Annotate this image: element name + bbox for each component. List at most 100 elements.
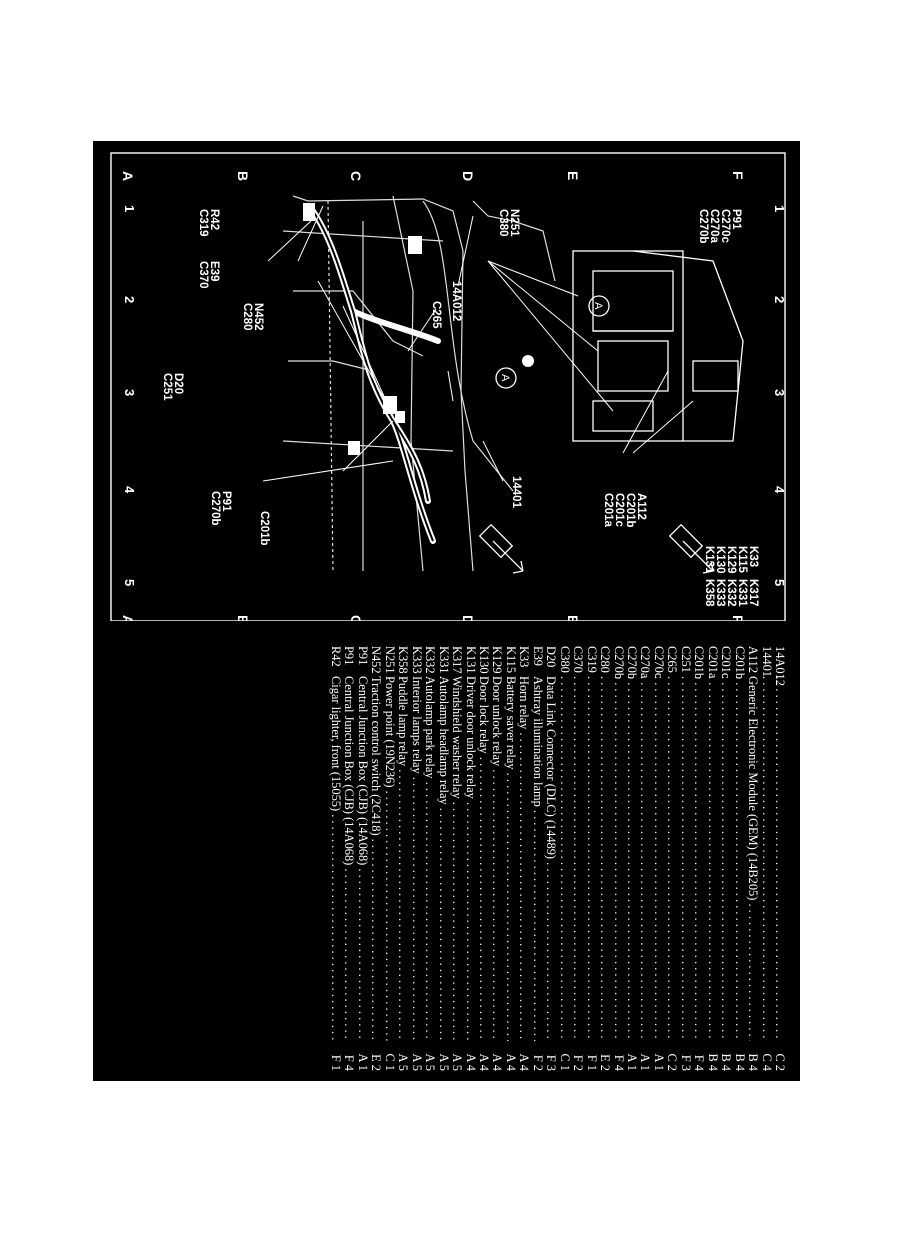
grid-col-label: 1 xyxy=(122,205,137,212)
legend-code: K131 xyxy=(463,646,478,674)
legend-location: F 4 xyxy=(342,1054,357,1071)
legend-description xyxy=(651,676,664,1041)
legend-code: C270b xyxy=(625,646,640,680)
legend-title: behind dash panel, LH side xyxy=(801,768,818,949)
grid-row-label: C xyxy=(348,171,364,181)
legend-description xyxy=(584,676,597,1041)
legend-location: B 4 xyxy=(746,1053,761,1071)
grid-row-label: A xyxy=(120,171,136,181)
legend-row: K33 Horn relayA 4 xyxy=(517,646,532,1071)
legend-description: Door unlock relay xyxy=(490,676,503,1041)
callout-14a012: 14A012 xyxy=(450,281,462,321)
legend-row: C201bF 4 xyxy=(692,646,707,1071)
callout-label-line: C270a xyxy=(708,209,720,243)
grid-row-label: F xyxy=(730,171,746,180)
legend-location: A 4 xyxy=(490,1053,505,1071)
legend-code: E39 xyxy=(530,646,545,666)
legend-code: C270b xyxy=(611,646,626,680)
legend-row: N251 Power point (19N236)C 1 xyxy=(382,646,397,1071)
legend-code: C265 xyxy=(665,646,680,673)
legend-code: K129 xyxy=(490,646,505,674)
callout-label-line: K131 xyxy=(703,546,715,574)
legend-row: P91 Central Junction Box (CJB) (14A068)A… xyxy=(355,646,370,1071)
legend-location: B 4 xyxy=(705,1053,720,1071)
callout-label-line: E39 xyxy=(208,261,220,281)
connector-icon xyxy=(348,441,360,455)
legend-row: P91 Central Junction Box (CJB) (14A068)F… xyxy=(342,646,357,1071)
legend-row: D20 Data Link Connector (DLC) (14489)F 3 xyxy=(544,646,559,1071)
callout-14401: 14401 xyxy=(510,476,522,509)
connector-icon xyxy=(408,236,422,254)
grid-row-labels-top: A B C D E F xyxy=(120,171,746,181)
legend-description: Power point (19N236) xyxy=(382,676,396,1041)
callout-label-line: C270b xyxy=(697,209,709,244)
legend-location: C 1 xyxy=(557,1053,572,1071)
callout-label-line: K129 xyxy=(725,546,737,574)
legend-code: C380 xyxy=(557,646,572,673)
legend-code: C251 xyxy=(678,646,693,673)
legend-code: K130 xyxy=(477,646,492,674)
callout-label-line: C319 xyxy=(197,209,209,237)
legend-location: F 2 xyxy=(571,1054,586,1071)
connector-icon xyxy=(395,411,405,423)
legend-code: C201b xyxy=(692,646,707,680)
junction-box-drawing xyxy=(572,250,744,442)
legend-row: R42 Cigar lighter, front (15055)F 1 xyxy=(329,646,343,1071)
legend-description xyxy=(598,676,611,1041)
legend-location: F 3 xyxy=(544,1054,559,1071)
legend-row: K115 Battery saver relayA 4 xyxy=(503,646,518,1071)
legend-description xyxy=(705,676,718,1041)
legend-row: K333 Interior lamps relayA 5 xyxy=(409,646,424,1071)
callout-label-line: K358 xyxy=(703,579,715,607)
legend-location: A 5 xyxy=(436,1053,451,1071)
legend-location: B 4 xyxy=(732,1053,747,1071)
legend-description: Ashtray illumination lamp xyxy=(530,676,544,1041)
legend-description xyxy=(611,676,624,1041)
legend-location: F 1 xyxy=(584,1054,599,1071)
grid-col-label: 2 xyxy=(772,296,787,303)
legend-location: A 4 xyxy=(517,1053,532,1071)
callout-label-line: P91 xyxy=(220,491,232,512)
callout-label-line: N452 xyxy=(252,303,264,331)
legend-description: Central Junction Box (CJB) (14A068) xyxy=(356,676,369,1041)
diagram-frame xyxy=(110,152,786,621)
legend-code: K331 xyxy=(436,646,451,674)
grid-col-label: 1 xyxy=(772,205,787,212)
wiring-location-diagram: A B C D E F A B C D E F 1 2 3 4 5 1 2 3 … xyxy=(110,152,787,621)
detail-marker-a: A xyxy=(588,295,610,317)
legend-row: C201cB 4 xyxy=(719,646,733,1071)
legend-code: K115 xyxy=(503,646,518,674)
legend-description: Traction control switch (2C418) xyxy=(369,676,382,1041)
legend-location: C 2 xyxy=(665,1053,680,1071)
legend-location: E 2 xyxy=(369,1054,384,1071)
legend-description: Generic Electronic Module (GEM) (14B205) xyxy=(746,676,759,1041)
callout-label-line: P91 xyxy=(730,209,742,230)
grid-row-label: A xyxy=(120,615,136,621)
callout-label-line: A112 xyxy=(635,493,647,520)
legend-location: A 4 xyxy=(477,1053,492,1071)
legend-row: K129 Door unlock relay A 4 xyxy=(490,646,505,1071)
callout-label-line: K332 xyxy=(725,579,737,607)
legend-description xyxy=(719,676,732,1041)
legend-description xyxy=(557,676,570,1041)
diagram-panel: A B C D E F A B C D E F 1 2 3 4 5 1 2 3 … xyxy=(93,141,818,1081)
callout-label-line: C380 xyxy=(497,209,509,237)
legend-row: E39 Ashtray illumination lamp F 2 xyxy=(530,646,545,1071)
grid-col-label: 3 xyxy=(122,389,137,396)
legend-description xyxy=(678,676,691,1041)
legend-description xyxy=(692,676,705,1041)
legend-location: F 2 xyxy=(530,1054,545,1071)
forward-arrow-icon xyxy=(478,523,524,574)
legend-row: C319F 1 xyxy=(584,646,599,1071)
legend-description xyxy=(759,676,772,1041)
legend-location: E 2 xyxy=(598,1054,613,1071)
legend-description: Central Junction Box (CJB) (14A068) xyxy=(342,676,356,1041)
grid-row-label: D xyxy=(460,171,476,181)
callout-c265: C265 xyxy=(430,301,442,329)
legend-code: A112 xyxy=(746,646,761,674)
legend-code: P91 xyxy=(355,646,370,666)
legend-row: C251F 3 xyxy=(678,646,693,1071)
